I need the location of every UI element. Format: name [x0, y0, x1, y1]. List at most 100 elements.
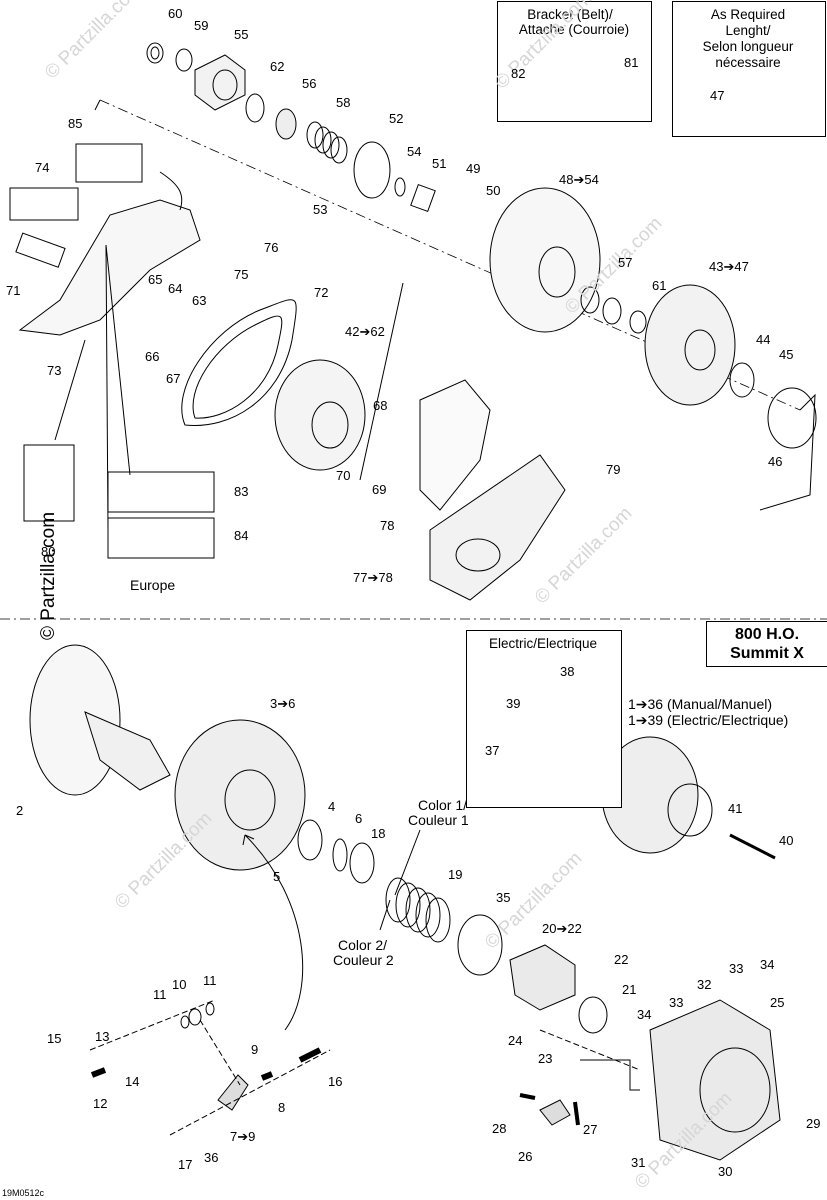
callout: 42➔62	[345, 324, 385, 339]
callout: 69	[372, 482, 387, 497]
callout: 38	[560, 664, 575, 679]
callout: 30	[718, 1164, 733, 1179]
part-pulley-cover	[644, 284, 736, 406]
callout: 71	[6, 283, 21, 298]
model-box: 800 H.O. Summit X	[706, 621, 827, 667]
part-cover-25	[649, 999, 781, 1161]
part-washer-11	[205, 1002, 215, 1016]
label-range-manual: 1➔36 (Manual/Manuel)	[628, 696, 773, 712]
callout: 26	[518, 1149, 533, 1164]
part-sliding-half-hub	[224, 769, 276, 831]
part-spring-19	[385, 877, 451, 943]
callout: 68	[373, 398, 388, 413]
callout: 59	[194, 18, 209, 33]
callout: 83	[234, 484, 249, 499]
label-color2-line1: Color 2/	[338, 937, 388, 953]
callout: 9	[251, 1042, 259, 1057]
part-ring	[245, 93, 265, 123]
as-required-line4: nécessaire	[715, 55, 781, 70]
callout: 67	[166, 371, 181, 386]
part-bushing-10	[188, 1008, 202, 1026]
callout: 57	[618, 255, 633, 270]
part-spider	[194, 54, 246, 111]
label-color1-line1: Color 1/	[418, 797, 468, 813]
callout: 54	[407, 144, 422, 159]
part-drive-belt	[192, 315, 283, 419]
part-spider-20	[509, 944, 576, 1011]
label-range-electric: 1➔39 (Electric/Electrique)	[628, 712, 789, 728]
callout: 79	[606, 462, 621, 477]
callout: 44	[756, 332, 771, 347]
callout: 61	[652, 278, 667, 293]
callout: 11	[203, 973, 217, 988]
part-pulley-cover-hub	[684, 329, 716, 371]
callout: 25	[770, 995, 785, 1010]
part-drive-belt	[181, 299, 297, 427]
callout: 82	[511, 66, 526, 81]
part-washer	[349, 842, 375, 884]
leader-line	[94, 99, 101, 111]
callout: 51	[432, 156, 447, 171]
part-cap	[767, 387, 817, 449]
callout: 43➔47	[709, 259, 749, 274]
part-drive-pulley-hub	[667, 783, 713, 837]
warning-label-85	[75, 143, 143, 183]
callout: 64	[168, 281, 183, 296]
callout: 4	[328, 799, 336, 814]
callout: 40	[779, 833, 794, 848]
callout: 12	[93, 1096, 108, 1111]
callout: 28	[492, 1121, 507, 1136]
part-cover-window	[455, 538, 501, 572]
callout: 27	[583, 1122, 598, 1137]
part-cover-78	[419, 379, 491, 511]
callout: 58	[336, 95, 351, 110]
callout: 78	[380, 518, 395, 533]
diagram-code: 19M0512c	[2, 1188, 45, 1198]
callout: 77➔78	[353, 570, 393, 585]
callout: 73	[47, 363, 62, 378]
callout: 45	[779, 347, 794, 362]
callout: 75	[234, 267, 249, 282]
callout: 15	[47, 1031, 62, 1046]
part-fixed-sheave	[29, 644, 121, 796]
part-sliding-half	[174, 719, 306, 871]
part-cap	[353, 141, 391, 199]
callout: 60	[168, 6, 183, 21]
part-bolt-27	[573, 1101, 580, 1126]
part-spring-71	[15, 232, 66, 268]
callout: 19	[448, 867, 463, 882]
part-bushing	[275, 108, 297, 140]
part-ring	[297, 819, 323, 861]
watermark-main: © Partzilla.com	[38, 511, 59, 640]
label-color1-line2: Couleur 1	[408, 812, 469, 828]
part-ring	[332, 838, 348, 872]
callout: 37	[485, 743, 500, 758]
part-weight-7	[217, 1074, 249, 1111]
callout: 84	[234, 528, 249, 543]
label-europe: Europe	[130, 577, 176, 593]
callout: 23	[538, 1051, 553, 1066]
callout: 34	[760, 957, 775, 972]
electric-box	[466, 630, 622, 808]
callout: 16	[328, 1074, 343, 1089]
callout: 6	[355, 811, 363, 826]
part-ring	[150, 46, 160, 60]
axis-line-upper	[99, 99, 801, 411]
part-ring	[729, 362, 755, 398]
callout: 56	[302, 76, 317, 91]
leader-line	[359, 282, 404, 481]
callout: 53	[313, 202, 328, 217]
part-washer	[580, 286, 600, 314]
part-ring	[146, 42, 164, 64]
callout: 32	[697, 977, 712, 992]
callout: 80	[41, 544, 56, 559]
as-required-line2: Lenght/	[725, 23, 771, 38]
part-sheave-hub	[538, 246, 576, 298]
callout: 50	[486, 183, 501, 198]
part-washer-11	[180, 1015, 190, 1029]
callout: 18	[371, 826, 386, 841]
callout: 33	[669, 995, 684, 1010]
callout: 8	[278, 1100, 286, 1115]
callout: 47	[710, 88, 725, 103]
